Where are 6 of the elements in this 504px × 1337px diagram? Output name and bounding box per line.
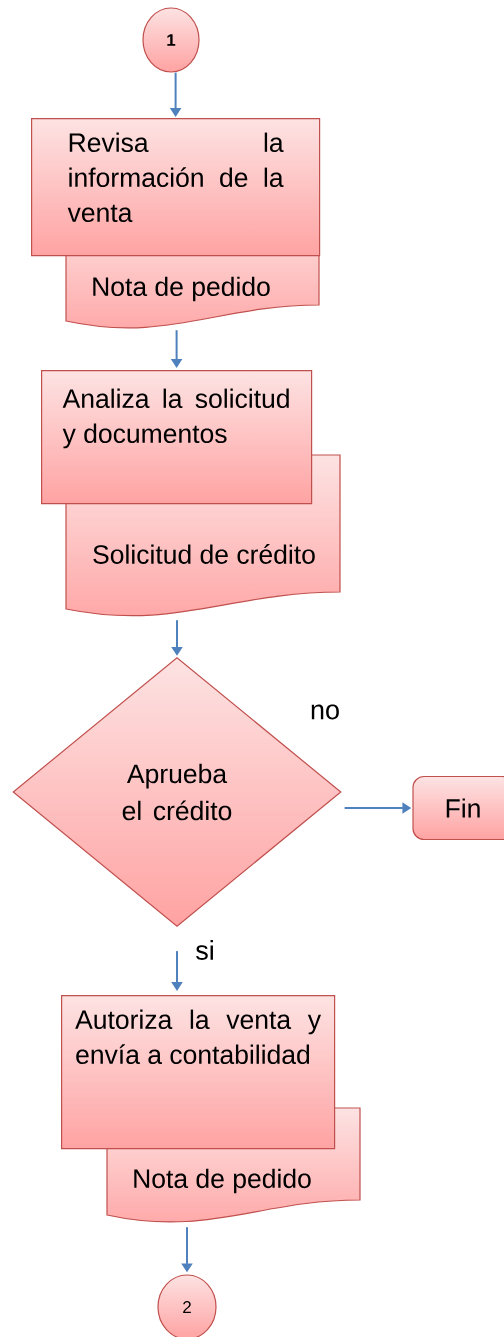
process-box: Autoriza la venta y envía a contabilidad	[61, 995, 336, 1150]
process-box: Revisa la información de la venta	[31, 118, 321, 257]
terminal-box: Fin	[412, 775, 504, 841]
edge-label: si	[194, 939, 216, 961]
process-box: Analiza la solicitud y documentos	[41, 370, 313, 505]
edge-label: no	[309, 703, 341, 721]
